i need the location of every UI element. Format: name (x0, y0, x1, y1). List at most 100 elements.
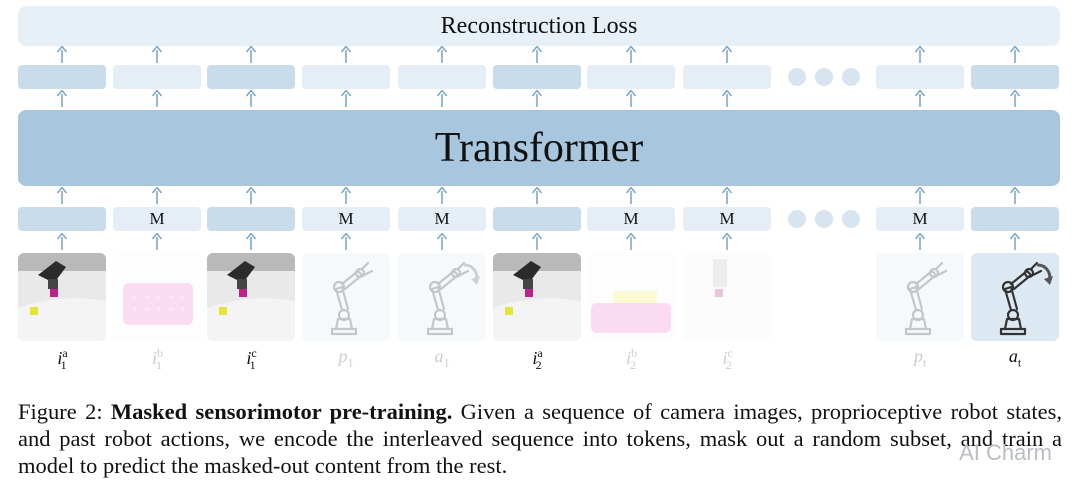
mask-label: M (338, 209, 354, 228)
up-arrow (245, 90, 257, 107)
up-arrow (531, 90, 543, 107)
caption-prefix: Figure 2: (18, 399, 111, 424)
output-token (587, 65, 675, 89)
mask-label: M (912, 209, 928, 228)
up-arrow (436, 46, 448, 63)
up-arrow (721, 187, 733, 204)
label-sub: 1 (60, 357, 67, 372)
label-sup: c (727, 346, 733, 360)
up-arrow (340, 90, 352, 107)
up-arrow (151, 46, 163, 63)
up-arrow (1009, 187, 1021, 204)
input-token (493, 207, 581, 231)
input-image-tile (398, 253, 486, 341)
token-label-i2c: ic2 (683, 346, 771, 373)
up-arrow (914, 233, 926, 250)
masked-input-token: M (876, 207, 964, 231)
input-image-tile (18, 253, 106, 341)
reconstruction-loss-box: Reconstruction Loss (18, 6, 1060, 46)
output-token (876, 65, 964, 89)
up-arrow (721, 90, 733, 107)
up-arrow (245, 187, 257, 204)
label-base: p (338, 346, 348, 366)
output-token (18, 65, 106, 89)
token-label-at: at (971, 346, 1059, 371)
mask-label: M (434, 209, 450, 228)
input-image-tile (971, 253, 1059, 341)
caption-bold: Masked sensorimotor pre-training. (110, 399, 453, 424)
watermark: AI Charm (959, 440, 1052, 466)
ellipsis-dot (815, 68, 833, 86)
mask-label: M (719, 209, 735, 228)
input-token (18, 207, 106, 231)
up-arrow (436, 187, 448, 204)
label-sup: c (251, 346, 257, 360)
masked-input-token: M (398, 207, 486, 231)
up-arrow (151, 187, 163, 204)
up-arrow (531, 46, 543, 63)
output-token (493, 65, 581, 89)
up-arrow (625, 187, 637, 204)
transformer-box: Transformer (18, 110, 1060, 186)
up-arrow (340, 187, 352, 204)
output-token (207, 65, 295, 89)
output-token (113, 65, 201, 89)
label-sub: 2 (725, 357, 732, 372)
up-arrow (340, 46, 352, 63)
input-image-tile (302, 253, 390, 341)
masked-input-token: M (302, 207, 390, 231)
input-image-tile (207, 253, 295, 341)
label-sup: b (631, 346, 637, 360)
watermark-text: AI Charm (959, 440, 1052, 465)
ellipsis-dot (842, 68, 860, 86)
up-arrow (56, 46, 68, 63)
mask-label: M (149, 209, 165, 228)
token-label-i1a: ia1 (18, 346, 106, 373)
input-image-tile (587, 253, 675, 341)
up-arrow (245, 233, 257, 250)
up-arrow (1009, 90, 1021, 107)
mask-label: M (623, 209, 639, 228)
masked-input-token: M (587, 207, 675, 231)
up-arrow (721, 46, 733, 63)
up-arrow (340, 233, 352, 250)
label-sub: 2 (630, 357, 636, 372)
token-label-a1: a1 (398, 346, 486, 371)
up-arrow (914, 46, 926, 63)
up-arrow (625, 46, 637, 63)
label-sub: t (922, 355, 927, 370)
token-label-i1c: ic1 (207, 346, 295, 373)
up-arrow (625, 90, 637, 107)
input-token (207, 207, 295, 231)
up-arrow (721, 233, 733, 250)
label-sup: b (157, 346, 163, 360)
up-arrow (436, 90, 448, 107)
output-token (302, 65, 390, 89)
up-arrow (1009, 233, 1021, 250)
label-base: i (57, 348, 63, 368)
label-sub: t (1017, 355, 1022, 370)
transformer-label: Transformer (434, 125, 644, 171)
label-sub: 1 (443, 355, 450, 370)
figure-caption: Figure 2: Masked sensorimotor pre-traini… (18, 398, 1062, 479)
up-arrow (151, 90, 163, 107)
token-label-i2b: ib2 (587, 346, 675, 373)
token-label-i1b: ib1 (113, 346, 201, 373)
output-token (398, 65, 486, 89)
label-base: p (913, 346, 923, 366)
up-arrow (245, 46, 257, 63)
up-arrow (151, 233, 163, 250)
token-label-pt: pt (876, 346, 964, 371)
input-image-tile (493, 253, 581, 341)
ellipsis-dots (780, 65, 868, 89)
up-arrow (56, 187, 68, 204)
up-arrow (1009, 46, 1021, 63)
up-arrow (56, 233, 68, 250)
label-sub: 1 (249, 357, 256, 372)
label-base: i (722, 348, 728, 368)
reconstruction-loss-label: Reconstruction Loss (440, 12, 638, 39)
output-token (683, 65, 771, 89)
up-arrow (914, 187, 926, 204)
label-sup: a (62, 346, 68, 360)
up-arrow (531, 187, 543, 204)
